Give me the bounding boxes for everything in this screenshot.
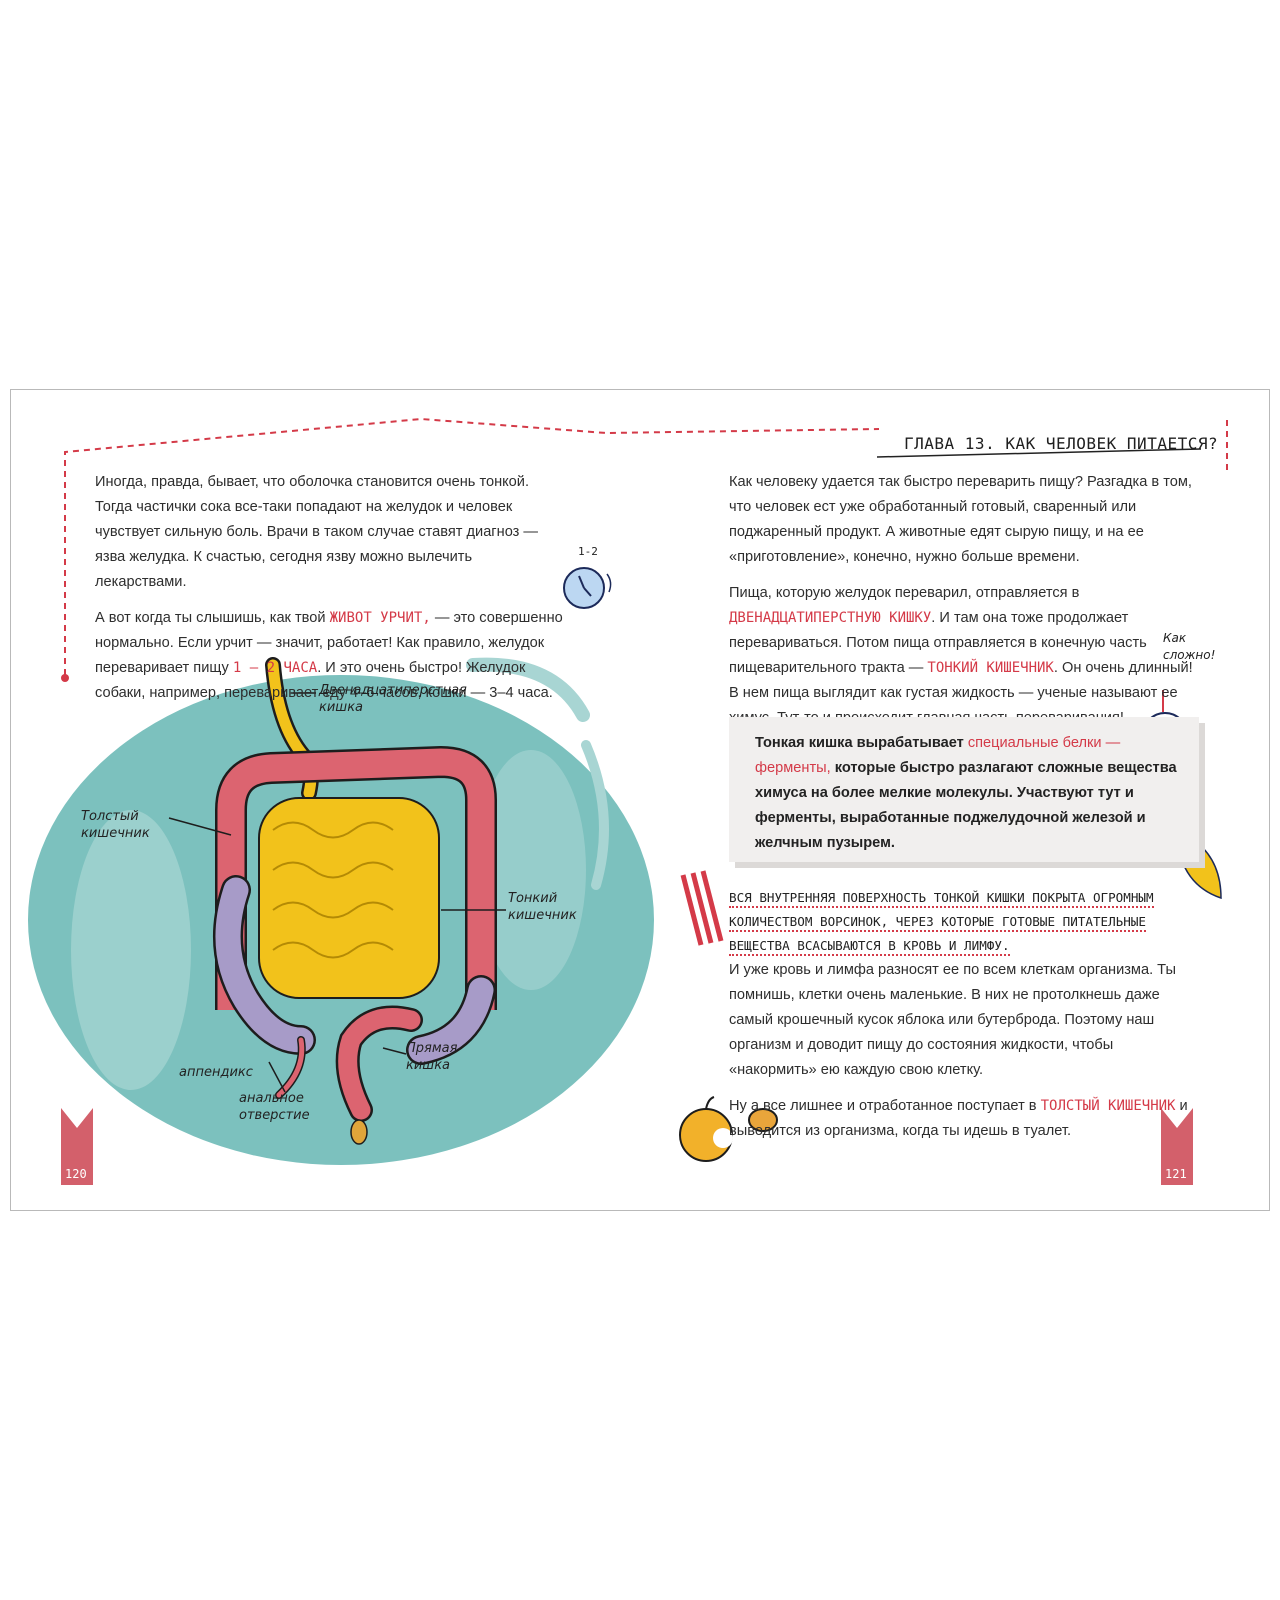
label-small-intestine: Тонкий кишечник	[508, 891, 577, 923]
paragraph: А вот когда ты слышишь, как твой живот у…	[95, 606, 565, 706]
note-text: Тонкая кишка вырабатывает специальные бе…	[755, 731, 1195, 856]
fact-text: Вся внутренняя поверхность тонкой кишки …	[729, 886, 1189, 958]
apple-icon	[679, 1096, 778, 1162]
label-large-intestine: Толстый кишечник	[81, 809, 150, 841]
chapter-title: Глава 13. Как человек питается?	[904, 434, 1219, 453]
character-speech: Как сложно!	[1163, 631, 1216, 662]
paragraph-text: . И там она тоже продолжает переваривать…	[729, 610, 1147, 676]
clock-icon	[563, 567, 612, 609]
label-appendix: аппендикс	[179, 1065, 253, 1080]
paragraph-text: И уже кровь и лимфа разносят ее по всем …	[729, 962, 1176, 1078]
tally-marks-icon	[680, 870, 724, 946]
paragraph-text: . И это очень быстро! Желудок собаки, на…	[95, 660, 553, 701]
page-number-right: 121	[1165, 1167, 1187, 1181]
left-page-text: Иногда, правда, бывает, что оболочка ста…	[95, 470, 565, 717]
paragraph-text: Ну а все лишнее и отработанное поступает…	[729, 1098, 1041, 1114]
page-tab-left	[61, 1108, 93, 1185]
paragraph: Иногда, правда, бывает, что оболочка ста…	[95, 470, 565, 595]
page-number-left: 120	[65, 1167, 87, 1181]
right-page-text-top: Как человеку удается так быстро перевари…	[729, 470, 1199, 742]
paragraph-text: А вот когда ты слышишь, как твой	[95, 610, 330, 626]
paragraph-text: Как человеку удается так быстро перевари…	[729, 474, 1192, 565]
fact-text-content: Вся внутренняя поверхность тонкой кишки …	[729, 890, 1154, 956]
paragraph: Пища, которую желудок переварил, отправл…	[729, 581, 1199, 731]
highlighted-term: специальные белки — ферменты,	[755, 735, 1121, 776]
paragraph-text: и выводится из организма, когда ты идешь…	[729, 1098, 1188, 1139]
digestive-diagram	[28, 657, 654, 1165]
right-page-text-bottom: И уже кровь и лимфа разносят ее по всем …	[729, 958, 1199, 1155]
note-box: Тонкая кишка вырабатывает специальные бе…	[729, 717, 1199, 862]
highlighted-term: двенадцатиперстную кишку	[729, 610, 932, 626]
label-duodenum: Двенадцатиперстная кишка	[319, 683, 467, 715]
clock-label: 1-2	[578, 545, 598, 558]
paragraph-text: Пища, которую желудок переварил, отправл…	[729, 585, 1080, 601]
label-anus: анальное отверстие	[239, 1091, 310, 1123]
highlighted-term: тонкий кишечник	[927, 660, 1054, 676]
paragraph-text: — это совершенно нормально. Если урчит —…	[95, 610, 563, 676]
highlighted-term: толстый кишечник	[1040, 1098, 1176, 1114]
highlighted-term: 1 – 2 часа	[232, 660, 318, 676]
note-text-part: Тонкая кишка вырабатывает	[755, 735, 968, 751]
paragraph-text: Иногда, правда, бывает, что оболочка ста…	[95, 474, 538, 590]
book-spread: Глава 13. Как человек питается? Иногда, …	[10, 389, 1270, 1211]
decorations	[28, 417, 1228, 1185]
paragraph: Как человеку удается так быстро перевари…	[729, 470, 1199, 570]
highlighted-term: живот урчит,	[329, 610, 431, 626]
label-rectum: Прямая кишка	[406, 1041, 458, 1073]
note-text-part: которые быстро разлагают сложные веществ…	[755, 760, 1177, 851]
paragraph: Ну а все лишнее и отработанное поступает…	[729, 1094, 1199, 1144]
page-tab-right	[1161, 1108, 1193, 1185]
paragraph: И уже кровь и лимфа разносят ее по всем …	[729, 958, 1199, 1083]
